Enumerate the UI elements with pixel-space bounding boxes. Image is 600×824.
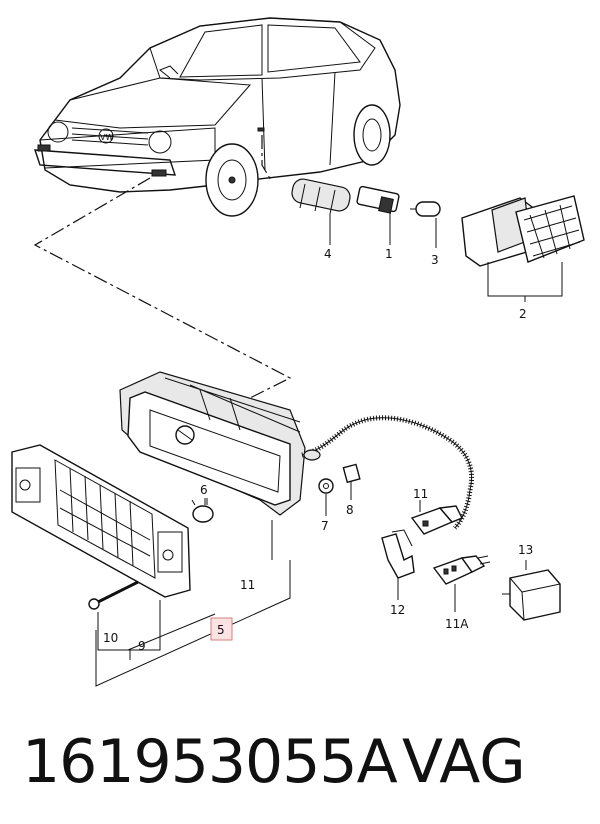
- marker-lamp-part-2: [461, 195, 585, 267]
- leader-lines: [33, 135, 292, 409]
- callout-7: 7: [321, 519, 329, 533]
- callout-11-lower: 11: [240, 578, 255, 592]
- callout-6: 6: [200, 483, 208, 497]
- connector-part-11: [410, 505, 463, 535]
- washer-part-7: [318, 478, 334, 494]
- callout-10: 10: [103, 631, 118, 645]
- clip-part-8: [342, 463, 361, 484]
- callout-9: 9: [138, 639, 146, 653]
- side-marker-assembly: [291, 178, 585, 302]
- bracket-part-12: [381, 529, 415, 579]
- grommet-part-4: [291, 178, 351, 215]
- callout-11: 11: [413, 487, 428, 501]
- callout-11A: 11A: [445, 617, 469, 631]
- footer-caption: 161953055A VAG: [0, 712, 600, 812]
- callout-13: 13: [518, 543, 533, 557]
- bulb-part-6: [191, 498, 214, 523]
- callout-2: 2: [519, 307, 527, 321]
- lamp-lens: [11, 444, 191, 598]
- relay-part-13: [502, 569, 561, 621]
- exploded-parts-diagram: VW: [11, 17, 585, 687]
- callout-4: 4: [324, 247, 332, 261]
- callout-8: 8: [346, 503, 354, 517]
- connector-housing-part-11A: [432, 555, 491, 585]
- lamp-housing-assembly: [11, 371, 561, 687]
- callout-5: 5: [217, 623, 225, 637]
- callout-1: 1: [385, 247, 393, 261]
- svg-text:VW: VW: [100, 133, 113, 142]
- highlight-callout-box: [210, 617, 233, 641]
- part-number: 161953055A: [22, 727, 398, 797]
- lens-crosshatch: [523, 204, 581, 259]
- bulb-holder-part-1: [356, 185, 400, 214]
- bulb-part-3: [410, 201, 441, 217]
- screw-part-10: [88, 580, 139, 610]
- callout-labels: 4 1 3 2 6 7 8 11 13 11 12 11A 10 9 5: [103, 247, 533, 653]
- callout-3: 3: [431, 253, 439, 267]
- callout-12: 12: [390, 603, 405, 617]
- brand-name: VAG: [402, 727, 526, 797]
- car-illustration: VW: [34, 17, 401, 217]
